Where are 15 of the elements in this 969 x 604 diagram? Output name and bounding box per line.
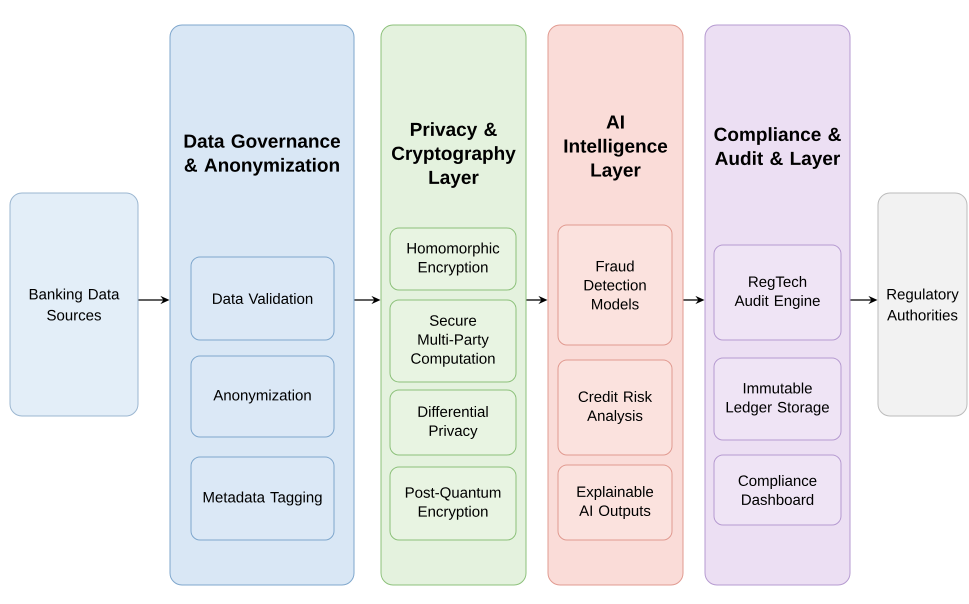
component-box: Differential Privacy [390, 390, 516, 456]
endpoint-box: Banking Data Sources [10, 192, 138, 416]
component-box: Metadata Tagging [190, 456, 334, 540]
component-box: Post-Quantum Encryption [390, 466, 516, 540]
component-box: Fraud Detection Models [558, 224, 672, 346]
component-box: RegTech Audit Engine [714, 244, 842, 340]
component-box: Data Validation [190, 256, 334, 340]
component-box: Secure Multi-Party Computation [390, 300, 516, 382]
endpoint-box: Regulatory Authorities [878, 192, 968, 416]
component-box: Explainable AI Outputs [558, 464, 672, 540]
component-box: Homomorphic Encryption [390, 228, 516, 290]
component-box: Immutable Ledger Storage [714, 358, 842, 440]
component-box: Credit Risk Analysis [558, 360, 672, 456]
component-box: Anonymization [190, 356, 334, 438]
component-box: Compliance Dashboard [714, 454, 842, 526]
